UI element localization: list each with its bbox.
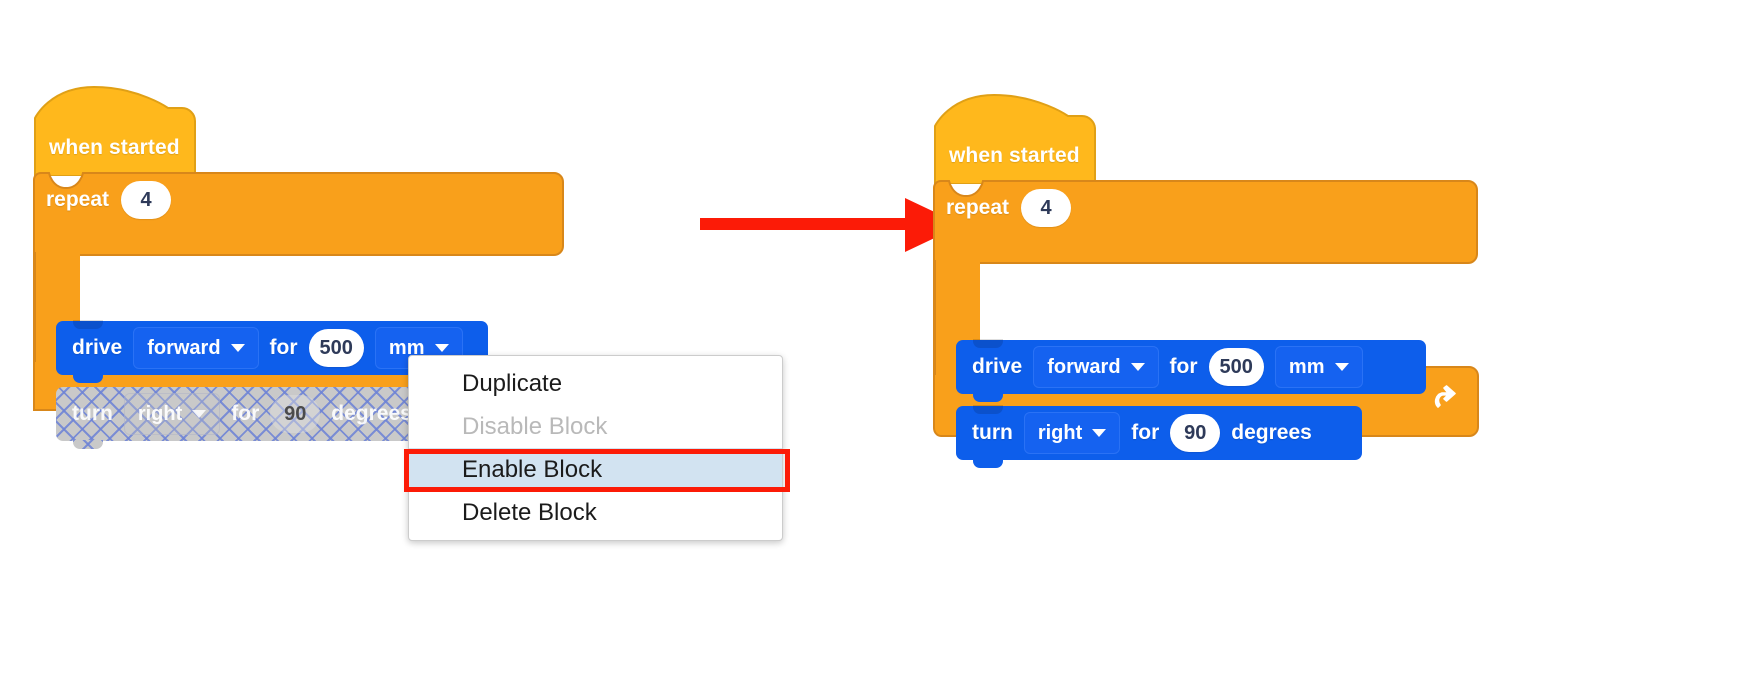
chevron-down-icon (192, 410, 207, 418)
turn-direction-value: right (137, 402, 183, 425)
context-menu-item-duplicate[interactable]: Duplicate (462, 369, 563, 397)
repeat-keyword: repeat (46, 188, 110, 211)
drive-distance-field[interactable]: 500 (1208, 348, 1264, 386)
repeat-count-field[interactable]: 4 (121, 181, 172, 219)
loop-arrow-icon (1434, 385, 1456, 408)
turn-keyword: turn (72, 402, 113, 425)
context-menu-item-enable-block[interactable]: Enable Block (409, 448, 782, 491)
block-context-menu[interactable]: Duplicate Disable Block Enable Block Del… (408, 355, 783, 541)
drive-direction-dropdown[interactable]: forward (1033, 346, 1159, 388)
hat-block-label: when started (949, 144, 1080, 167)
turn-amount-field[interactable]: 90 (1170, 414, 1221, 452)
when-started-hat-block[interactable]: when started (932, 92, 1100, 184)
chevron-down-icon (1130, 363, 1145, 371)
turn-unit-label: degrees (331, 402, 412, 425)
before-block-stack: when started repeat 4 drive forward for … (32, 84, 564, 449)
repeat-control-block[interactable]: repeat 4 (932, 180, 1480, 438)
turn-amount-field[interactable]: 90 (270, 395, 321, 433)
after-block-stack: when started repeat 4 drive forward (932, 92, 1479, 468)
turn-block-disabled[interactable]: turn right for 90 degrees (56, 387, 458, 449)
chevron-down-icon (1092, 429, 1107, 437)
drive-unit-value: mm (388, 336, 425, 359)
when-started-hat-block[interactable]: when started (32, 84, 200, 176)
drive-direction-value: forward (1047, 355, 1121, 378)
turn-direction-dropdown[interactable]: right (123, 393, 221, 435)
hat-block-label: when started (49, 136, 180, 159)
turn-block-enabled[interactable]: turn right for 90 degrees (956, 405, 1362, 468)
chevron-down-icon (230, 344, 245, 352)
hat-block-shape (34, 85, 196, 176)
drive-block[interactable]: drive forward for 500 mm (56, 320, 488, 383)
drive-block[interactable]: drive forward for 500 mm (956, 339, 1426, 402)
drive-keyword: drive (972, 355, 1023, 378)
context-menu-item-disable-block: Disable Block (462, 412, 608, 440)
repeat-header: repeat 4 (946, 180, 1072, 236)
hat-block-shape (934, 93, 1096, 184)
turn-direction-dropdown[interactable]: right (1023, 412, 1121, 454)
drive-unit-value: mm (1288, 355, 1325, 378)
drive-direction-value: forward (147, 336, 221, 359)
repeat-count-field[interactable]: 4 (1021, 189, 1072, 227)
repeat-keyword: repeat (946, 196, 1010, 219)
drive-for-label: for (269, 336, 298, 359)
turn-unit-label: degrees (1231, 421, 1312, 444)
turn-for-label: for (1131, 421, 1160, 444)
drive-direction-dropdown[interactable]: forward (133, 327, 259, 369)
chevron-down-icon (434, 344, 449, 352)
turn-for-label: for (231, 402, 260, 425)
drive-keyword: drive (72, 336, 123, 359)
context-menu-item-delete-block[interactable]: Delete Block (462, 498, 597, 526)
drive-for-label: for (1169, 355, 1198, 378)
drive-distance-field[interactable]: 500 (308, 329, 364, 367)
chevron-down-icon (1334, 363, 1349, 371)
turn-direction-value: right (1037, 421, 1083, 444)
drive-unit-dropdown[interactable]: mm (1274, 346, 1363, 388)
repeat-header: repeat 4 (46, 172, 172, 228)
red-right-arrow-icon (700, 198, 962, 252)
turn-keyword: turn (972, 421, 1013, 444)
